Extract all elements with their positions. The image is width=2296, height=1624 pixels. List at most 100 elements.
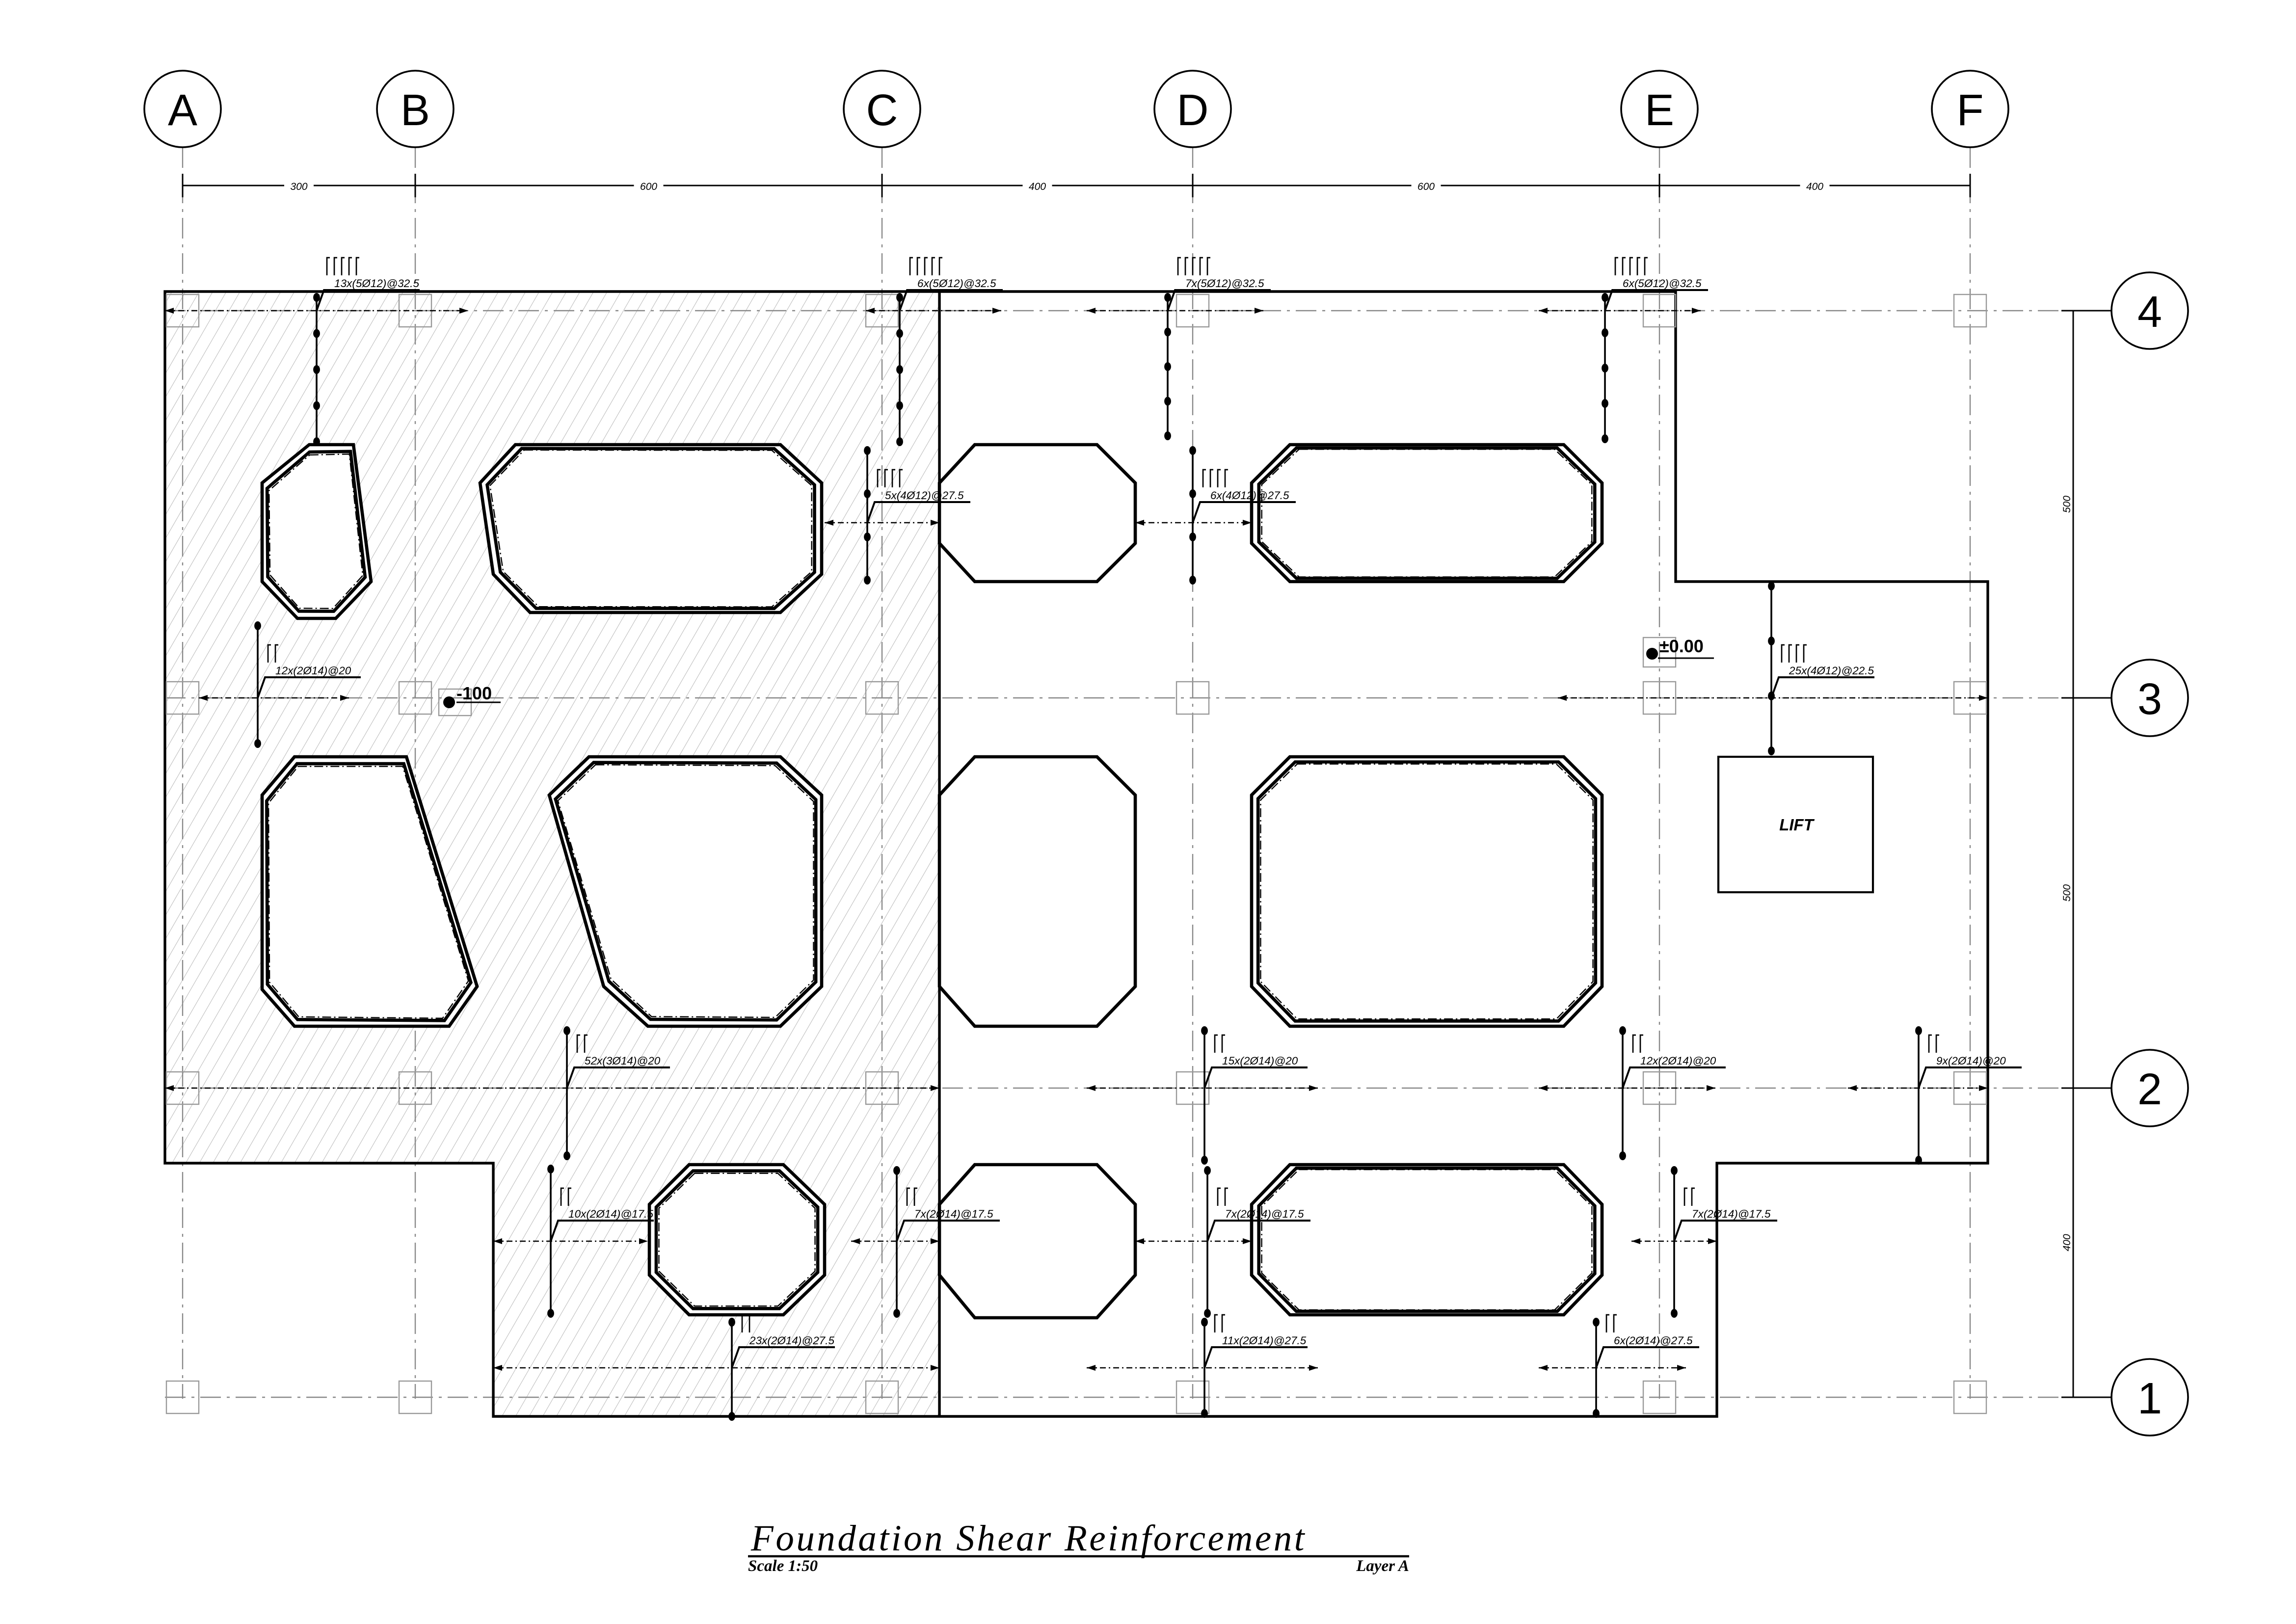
grid-bubble-2: 2 — [2110, 1049, 2189, 1127]
stirrup-icon — [1202, 469, 1206, 487]
dimension-label: 300 — [291, 181, 308, 192]
rebar-label: 6x(5Ø12)@32.5 — [1623, 277, 1702, 290]
grid-bubble-f: F — [1931, 70, 2009, 148]
rebar-label: 5x(4Ø12)@27.5 — [885, 489, 964, 502]
stirrup-icon — [1184, 257, 1189, 275]
rebar-callout: 7x(5Ø12)@32.5 — [1087, 257, 1271, 440]
stirrup-icon — [1935, 1034, 1940, 1053]
column-marker — [398, 681, 432, 715]
rebar-dot — [1915, 1156, 1922, 1165]
rebar-label: 52x(3Ø14)@20 — [585, 1055, 661, 1067]
grid-bubble-1: 1 — [2110, 1358, 2189, 1437]
stirrup-icon — [348, 257, 352, 275]
stirrup-icon — [916, 257, 921, 275]
column-marker — [1953, 293, 1987, 328]
stirrup-icon — [1683, 1187, 1688, 1206]
rebar-dot — [1671, 1309, 1678, 1318]
rebar-label: 6x(5Ø12)@32.5 — [917, 277, 996, 290]
rebar-dot — [864, 446, 871, 455]
stirrup-icon — [1622, 257, 1626, 275]
rebar-dot — [1619, 1026, 1626, 1035]
stirrup-icon — [1221, 1034, 1226, 1053]
rebar-label: 12x(2Ø14)@20 — [1640, 1055, 1716, 1067]
opening — [478, 443, 824, 614]
rebar-dot — [563, 1151, 570, 1160]
stirrup-icon — [748, 1314, 753, 1332]
slab-outline — [163, 290, 1989, 1418]
stirrup-icon — [1214, 1314, 1218, 1332]
drawing-layer: Layer A — [1356, 1557, 1409, 1575]
rebar-dot — [563, 1026, 570, 1035]
rebar-dot — [1201, 1318, 1208, 1327]
rebar-callout: 7x(2Ø14)@17.5 — [851, 1166, 1000, 1318]
stirrup-icon — [1613, 1314, 1617, 1332]
rebar-dot — [1204, 1309, 1211, 1318]
rebar-dot — [1164, 293, 1171, 302]
rebar-dot — [1768, 637, 1775, 645]
opening — [647, 1163, 827, 1317]
leader-line — [1203, 1066, 1308, 1089]
drawing-scale: Scale 1:50 — [748, 1557, 818, 1575]
column-marker — [165, 1380, 200, 1414]
column-marker — [1642, 1380, 1677, 1414]
rebar-label: 13x(5Ø12)@32.5 — [334, 277, 419, 290]
elevation-label: ±0.00 — [1659, 636, 1704, 656]
rebar-dot — [1671, 1166, 1678, 1175]
rebar-dot — [1593, 1409, 1600, 1418]
rebar-label: 11x(2Ø14)@27.5 — [1222, 1334, 1307, 1347]
stirrup-icon — [1192, 257, 1196, 275]
grid-bubble-4: 4 — [2110, 271, 2189, 350]
grid-bubble-e: E — [1620, 70, 1699, 148]
rebar-callout: 12x(2Ø14)@20 — [1539, 1026, 1726, 1160]
rebar-label: 10x(2Ø14)@17.5 — [568, 1208, 653, 1220]
rebar-dot — [728, 1412, 735, 1421]
lift-label: LIFT — [1779, 816, 1815, 834]
leader-line — [1206, 1220, 1311, 1242]
rebar-callout: 15x(2Ø14)@20 — [1087, 1026, 1318, 1165]
stirrup-icon — [355, 257, 360, 275]
rebar-dot — [896, 329, 903, 338]
leader-line — [899, 289, 1003, 311]
elevation-marker-ground: ±0.00 — [1642, 636, 1714, 668]
grid-label: 1 — [2137, 1374, 2162, 1423]
stirrup-icon — [274, 644, 279, 663]
rebar-label: 7x(2Ø14)@17.5 — [914, 1208, 993, 1220]
dimension-label: 400 — [1029, 181, 1046, 192]
stirrup-icon — [560, 1187, 564, 1206]
dimension-label: 500 — [2061, 884, 2073, 902]
opening — [937, 443, 1137, 584]
leader-line — [550, 1220, 654, 1242]
opening — [260, 443, 373, 620]
rebar-dot — [896, 365, 903, 374]
dimension-label: 600 — [640, 181, 657, 192]
stirrup-icon — [1199, 257, 1203, 275]
rebar-label: 9x(2Ø14)@20 — [1936, 1055, 2006, 1067]
grid-label: 4 — [2137, 288, 2162, 337]
grid-bubble-c: C — [843, 70, 921, 148]
leader-line — [896, 1220, 1000, 1242]
rebar-callout: 6x(2Ø14)@27.5 — [1539, 1314, 1700, 1418]
rebar-callout: 7x(2Ø14)@17.5 — [1631, 1166, 1778, 1318]
rebar-dot — [1204, 1166, 1211, 1175]
rebar-callout: 6x(5Ø12)@32.5 — [866, 257, 1003, 446]
leader-line — [1604, 289, 1709, 311]
stirrup-icon — [1636, 257, 1641, 275]
rebar-dot — [547, 1309, 554, 1318]
rebar-dot — [1201, 1156, 1208, 1165]
rebar-dot — [1602, 399, 1608, 408]
rebar-dot — [254, 621, 261, 630]
rebar-dot — [896, 401, 903, 410]
rebar-label: 7x(5Ø12)@32.5 — [1185, 277, 1264, 290]
rebar-dot — [893, 1309, 900, 1318]
column-marker — [865, 681, 899, 715]
stirrup-icon — [1209, 469, 1214, 487]
leader-line — [1918, 1066, 2022, 1089]
rebar-dot — [1189, 532, 1196, 541]
leader-line — [866, 501, 971, 523]
stirrup-icon — [909, 257, 913, 275]
dimension-label: 400 — [1806, 181, 1823, 192]
column-marker — [398, 1380, 432, 1414]
rebar-callout: 6x(5Ø12)@32.5 — [1539, 257, 1709, 443]
